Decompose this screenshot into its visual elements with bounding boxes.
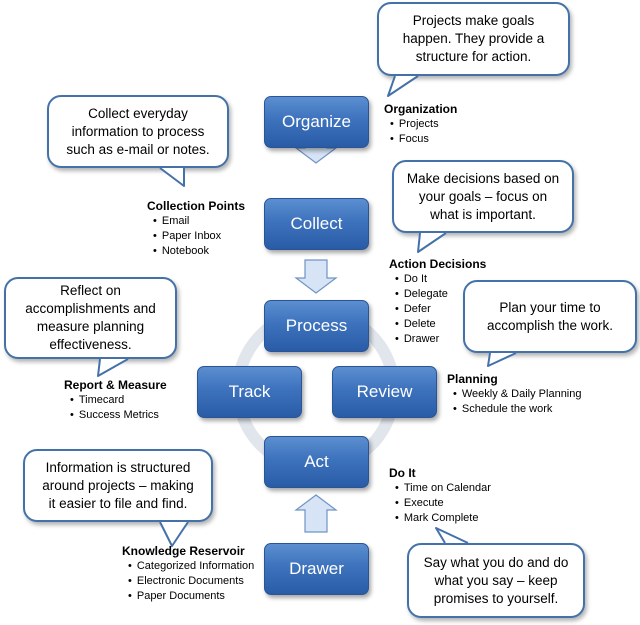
callout-line: what is important.	[430, 206, 536, 222]
node-review: Review	[332, 366, 437, 418]
group-title: Report & Measure	[64, 378, 167, 392]
tail-projects	[387, 75, 419, 97]
callout-line: accomplishments and	[25, 301, 156, 316]
callout-line: Projects make goals	[412, 13, 535, 28]
tail-decisions	[417, 232, 447, 253]
group-collection-points: Collection Points Email Paper Inbox Note…	[147, 198, 245, 259]
callout-line: such as e-mail or notes.	[66, 141, 210, 157]
callout-line: measure planning	[36, 319, 145, 334]
callout-decisions: Make decisions based on your goals – foc…	[392, 160, 574, 233]
list-item: Success Metrics	[70, 408, 167, 423]
callout-line: promises to yourself.	[433, 590, 559, 606]
callout-projects: Projects make goals happen. They provide…	[377, 2, 570, 76]
list-item: Timecard	[70, 393, 167, 408]
list-item: Focus	[390, 132, 457, 147]
group-knowledge-reservoir: Knowledge Reservoir Categorized Informat…	[122, 543, 254, 604]
list-item: Mark Complete	[395, 511, 491, 526]
group-title: Planning	[447, 372, 498, 386]
callout-line: it easier to file and find.	[48, 495, 188, 511]
group-report-measure: Report & Measure Timecard Success Metric…	[64, 377, 167, 423]
list-item: Delegate	[395, 287, 486, 302]
callout-line: your goals – focus on	[418, 188, 548, 204]
list-item: Schedule the work	[453, 402, 582, 417]
callout-line: Say what you do and do	[423, 554, 569, 570]
callout-line: around projects – making	[42, 477, 194, 493]
list-item: Drawer	[395, 332, 486, 347]
callout-line: Make decisions based on	[406, 170, 560, 186]
list-item: Defer	[395, 302, 486, 317]
list-item: Electronic Documents	[128, 574, 254, 589]
list-item: Delete	[395, 317, 486, 332]
node-track: Track	[197, 366, 302, 418]
group-organization: Organization Projects Focus	[384, 101, 457, 147]
group-title: Knowledge Reservoir	[122, 544, 245, 558]
tail-reflect	[97, 358, 129, 377]
group-planning: Planning Weekly & Daily Planning Schedul…	[447, 371, 582, 417]
tail-promise	[435, 527, 469, 544]
group-title: Collection Points	[147, 199, 246, 213]
callout-line: what you say – keep	[434, 572, 558, 588]
tail-collect	[159, 167, 185, 187]
list-item: Notebook	[153, 244, 245, 259]
callout-line: Information is structured	[45, 459, 191, 475]
list-item: Do It	[395, 272, 486, 287]
group-do-it: Do It Time on Calendar Execute Mark Comp…	[389, 465, 491, 526]
tail-plan	[487, 352, 517, 367]
callout-line: Reflect on	[60, 283, 121, 298]
callout-structured: Information is structured around project…	[23, 449, 213, 522]
list-item: Projects	[390, 117, 457, 132]
callout-reflect: Reflect on accomplishments and measure p…	[4, 277, 177, 359]
callout-line: Plan your time to	[499, 299, 601, 315]
down-arrow-collect-process	[294, 259, 338, 294]
node-act: Act	[264, 436, 369, 488]
up-arrow-drawer-act	[294, 494, 338, 533]
node-organize: Organize	[264, 96, 369, 148]
group-title: Action Decisions	[389, 257, 487, 271]
list-item: Weekly & Daily Planning	[453, 387, 582, 402]
node-collect: Collect	[264, 198, 369, 250]
list-item: Email	[153, 214, 245, 229]
callout-line: information to process	[71, 123, 205, 139]
callout-promise: Say what you do and do what you say – ke…	[407, 543, 585, 618]
list-item: Paper Inbox	[153, 229, 245, 244]
list-item: Paper Documents	[128, 589, 254, 604]
group-action-decisions: Action Decisions Do It Delegate Defer De…	[389, 256, 486, 347]
tail-structured	[159, 521, 189, 547]
group-title: Organization	[384, 102, 458, 116]
callout-plan: Plan your time to accomplish the work.	[463, 280, 637, 353]
node-drawer: Drawer	[264, 543, 369, 595]
callout-line: effectiveness.	[49, 337, 132, 352]
list-item: Categorized Information	[128, 559, 254, 574]
callout-line: happen. They provide a	[402, 31, 545, 46]
callout-line: Collect everyday	[88, 105, 188, 121]
callout-collect: Collect everyday information to process …	[47, 95, 229, 168]
group-title: Do It	[389, 466, 416, 480]
callout-line: structure for action.	[415, 49, 532, 64]
node-process: Process	[264, 300, 369, 352]
callout-line: accomplish the work.	[486, 317, 614, 333]
list-item: Execute	[395, 496, 491, 511]
list-item: Time on Calendar	[395, 481, 491, 496]
